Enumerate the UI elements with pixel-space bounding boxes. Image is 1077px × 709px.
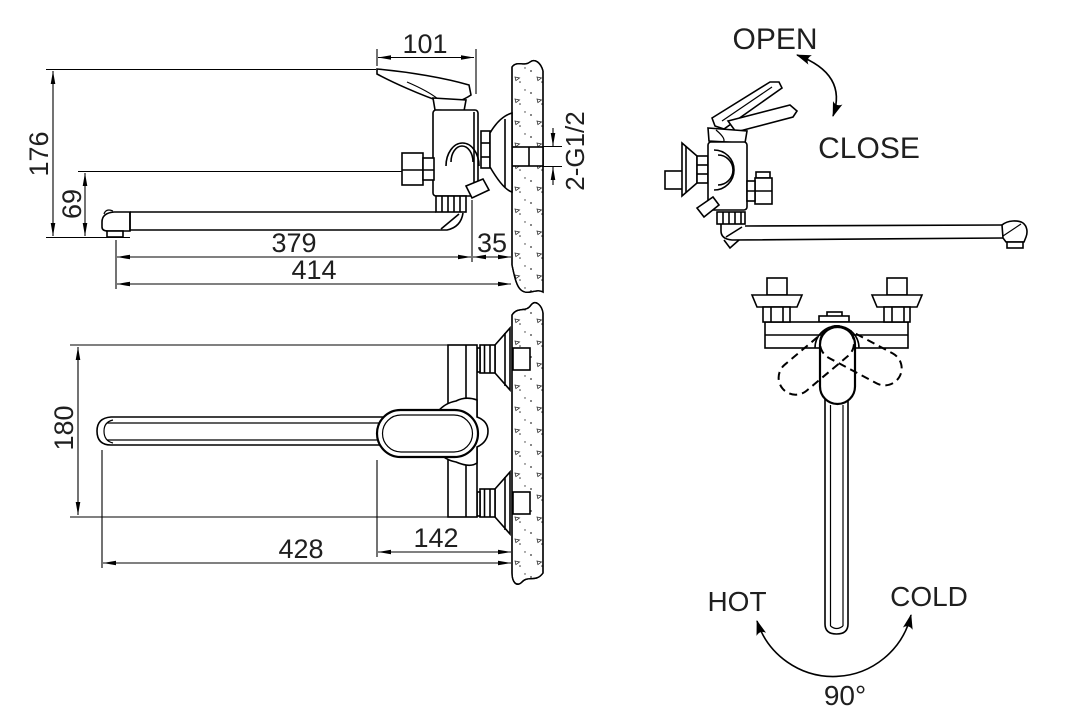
- hot-label: HOT: [707, 586, 766, 617]
- flange-bottom: [494, 469, 511, 537]
- spout-nozzle-right: [1001, 220, 1028, 243]
- wall-stub: [664, 170, 684, 190]
- wall-stub-top: [512, 347, 531, 371]
- handle-cap: [707, 127, 748, 144]
- dim-35-label: 35: [477, 228, 507, 258]
- dimension-379: 379: [115, 200, 473, 289]
- top-cap: [818, 315, 850, 323]
- spout-aerator: [106, 230, 124, 238]
- thread-size-label: 2-G1/2: [560, 111, 590, 191]
- spout-aerator-right: [1006, 241, 1024, 249]
- dimension-101: 101: [376, 29, 477, 94]
- dimension-35: 35: [473, 228, 511, 260]
- shower-outlet-mirrored: [695, 195, 721, 219]
- escutcheon-nut: [480, 130, 491, 169]
- front-view: HOT COLD 90°: [707, 277, 968, 709]
- mount-top: [476, 325, 531, 393]
- handle-ghost-cold: [819, 325, 903, 387]
- body-horseshoe-inner: [450, 145, 474, 163]
- close-label: CLOSE: [818, 132, 920, 165]
- open-label: OPEN: [732, 23, 817, 56]
- wall-section-plan-texture: [511, 302, 544, 585]
- dimension-142: 142: [376, 460, 511, 557]
- flange-top: [494, 325, 511, 393]
- open-close-arrow: [796, 54, 843, 117]
- shower-outlet: [464, 177, 491, 200]
- dim-428-label: 428: [278, 534, 323, 564]
- swivel-angle-label: 90°: [824, 680, 866, 709]
- spout-front: [824, 398, 849, 635]
- dim-414-label: 414: [291, 255, 336, 285]
- dim-142-label: 142: [413, 523, 458, 553]
- raised-lever-handle: [707, 81, 799, 144]
- mount-bottom: [476, 469, 531, 537]
- spout-nozzle: [101, 211, 131, 232]
- dimension-428: 428: [101, 450, 511, 568]
- dim-176-label: 176: [24, 131, 54, 176]
- cold-label: COLD: [890, 581, 968, 612]
- handle-ghost-hot: [777, 325, 855, 396]
- spout-plan: [96, 416, 390, 446]
- side-view: 101 176 69 379 35 414: [24, 29, 590, 294]
- faucet-open-position: [664, 81, 1028, 250]
- collar-nut-mirrored: [716, 211, 746, 225]
- diverter-knob: [401, 152, 435, 186]
- escutcheon: [480, 111, 513, 194]
- spout-mirrored: [720, 220, 1028, 250]
- body-horseshoe-outer: [445, 142, 480, 167]
- dim-101-label: 101: [402, 29, 447, 59]
- dim-379-label: 379: [271, 228, 316, 258]
- dimension-69: 69: [57, 170, 402, 236]
- wall-stub-bottom: [512, 491, 531, 515]
- dimension-180: 180: [49, 344, 448, 518]
- collar-nut: [435, 195, 467, 213]
- dimension-414: 414: [117, 255, 511, 287]
- operation-view: OPEN CLOSE: [664, 23, 1028, 250]
- nut-top: [479, 344, 496, 374]
- diverter-knob-mirrored: [746, 171, 773, 205]
- wall-pipe: [511, 146, 544, 167]
- wall-section-texture: [511, 59, 544, 294]
- spout: [101, 209, 464, 238]
- plan-view: 180 428 142: [49, 302, 544, 585]
- lever-handle: [376, 68, 472, 112]
- escutcheon-mirrored: [681, 141, 709, 198]
- mount-left-front: [750, 277, 804, 323]
- handle-plan: [375, 408, 480, 459]
- dimension-thread: 2-G1/2: [543, 111, 590, 191]
- handle-neck: [432, 97, 467, 112]
- faucet-body-mirrored: [707, 141, 748, 211]
- dimension-176: 176: [24, 68, 376, 239]
- swivel-arc-arrow: [756, 614, 913, 678]
- dim-69-label: 69: [57, 189, 87, 219]
- dim-180-label: 180: [49, 405, 79, 450]
- mount-right-front: [870, 277, 924, 323]
- nut-bottom: [479, 488, 496, 518]
